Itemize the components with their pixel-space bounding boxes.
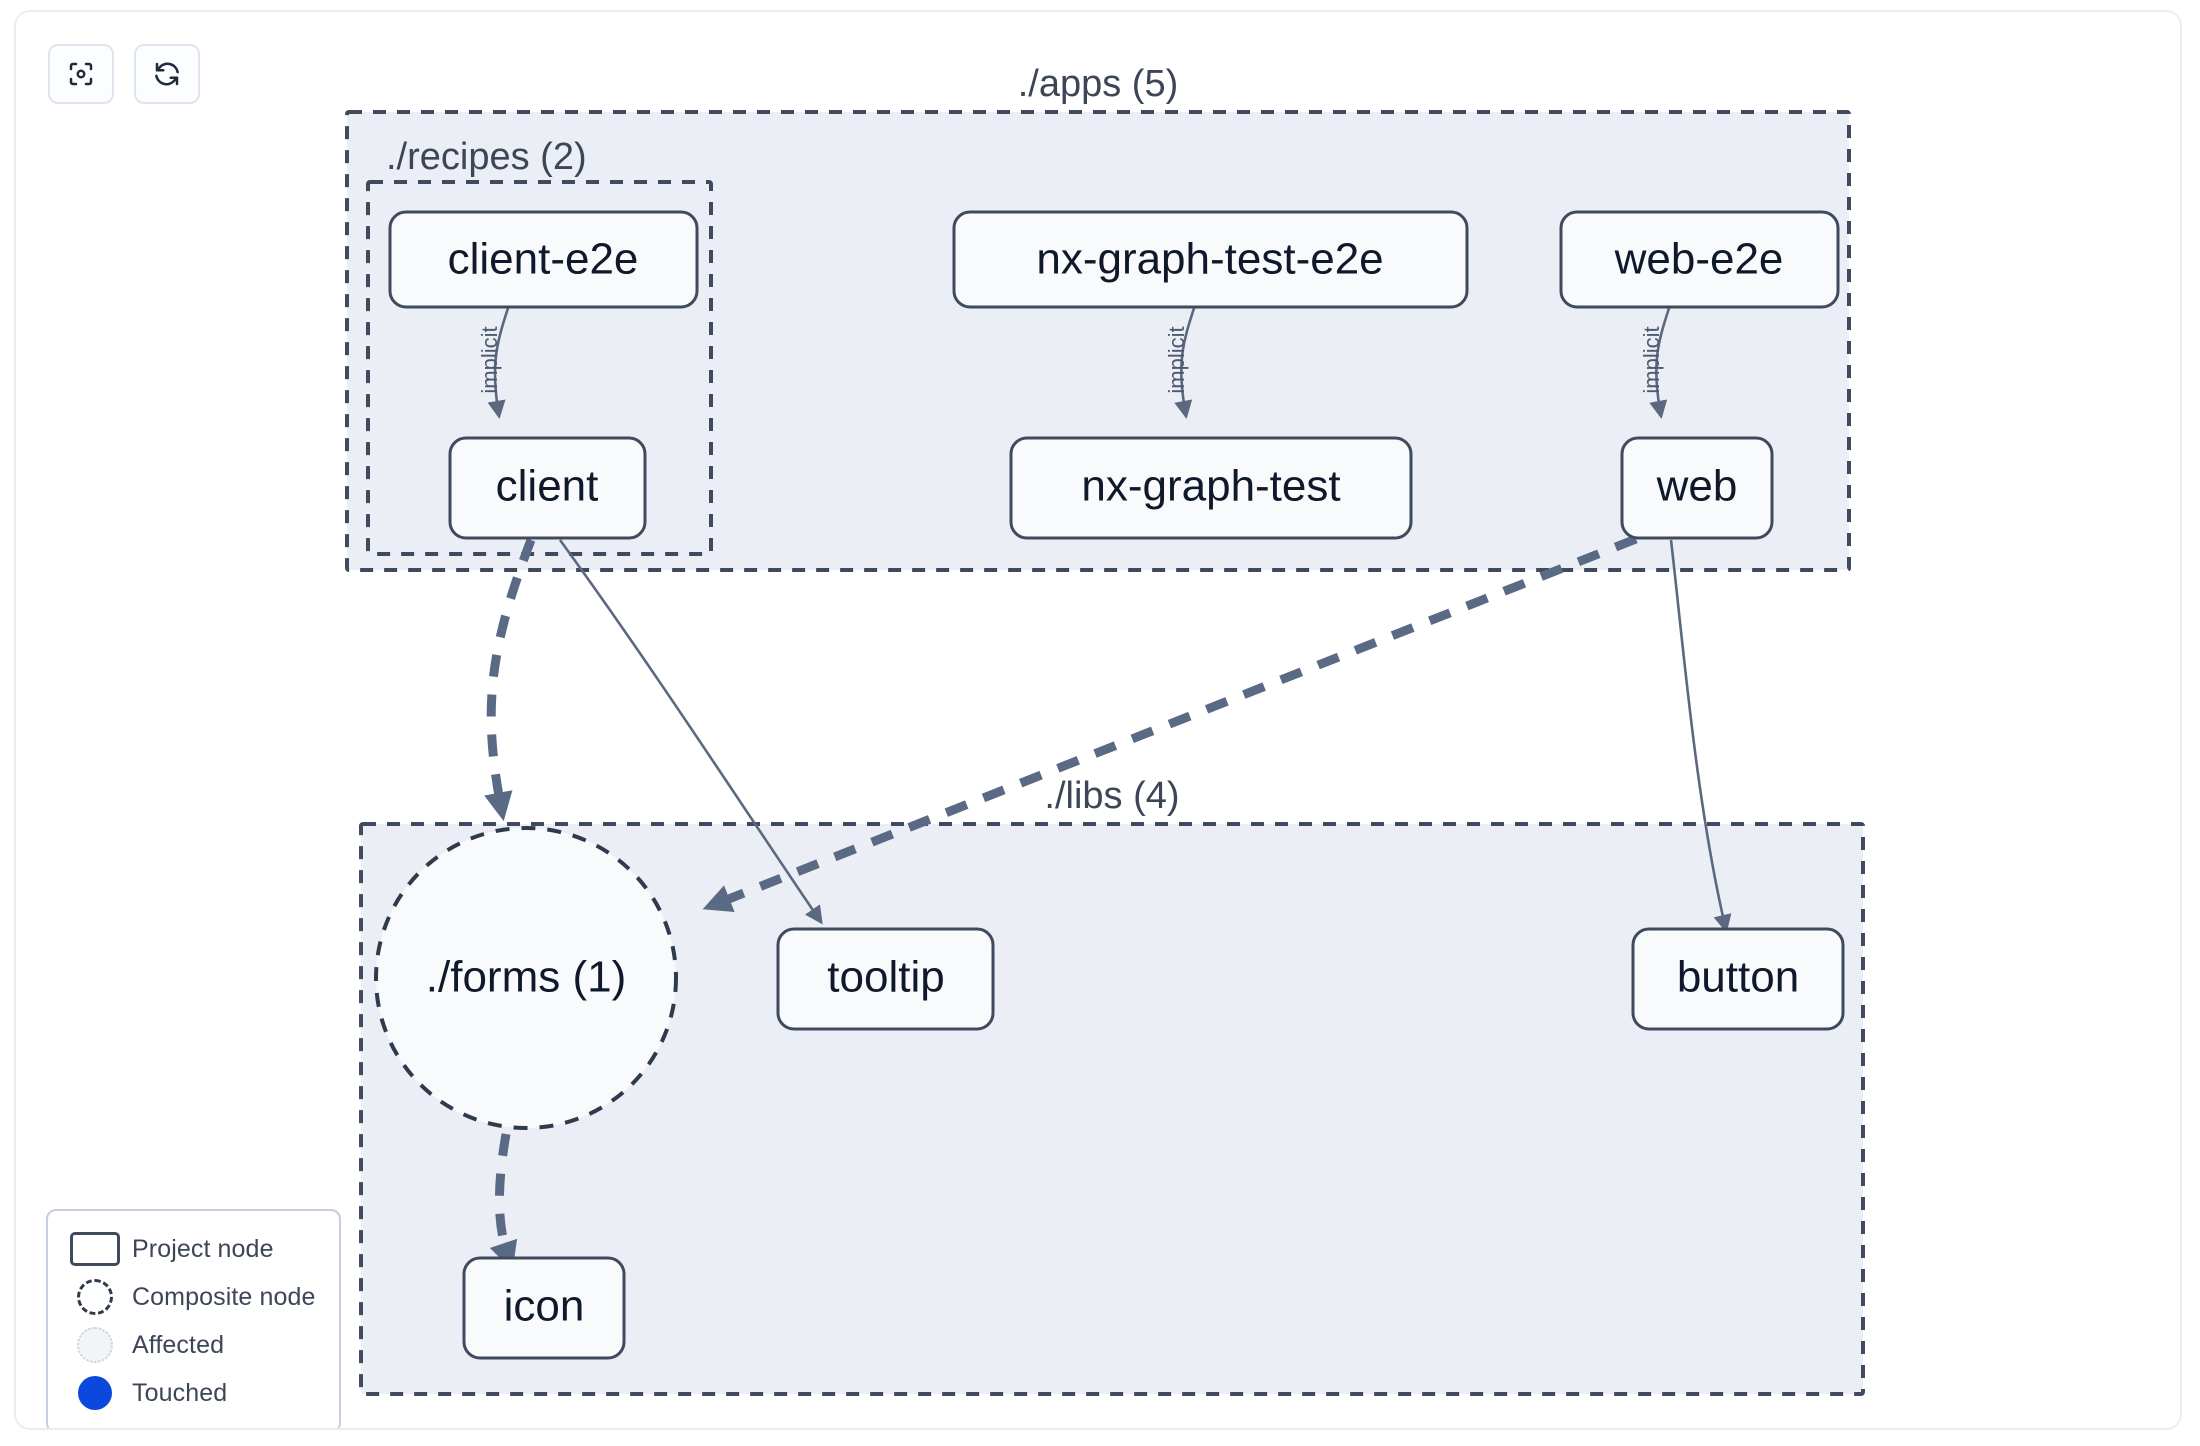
node-forms-composite[interactable]: ./forms (1) [374,826,678,1130]
node-nx-graph-test[interactable]: nx-graph-test [1009,436,1413,540]
node-web-e2e-label: web-e2e [1614,235,1784,284]
legend-label-touched: Touched [132,1378,228,1407]
node-client-e2e[interactable]: client-e2e [388,210,699,309]
node-button-label: button [1677,953,1799,1002]
graph-legend: Project node Composite node Affected Tou… [46,1209,341,1428]
focus-icon [66,59,96,89]
group-recipes-label: ./recipes (2) [386,136,587,178]
node-web[interactable]: web [1620,436,1774,540]
legend-item-affected: Affected [64,1321,323,1369]
group-apps-box [345,110,1851,572]
node-icon-label: icon [504,1282,585,1331]
edge-forms-to-icon [489,1133,518,1271]
legend-label-affected: Affected [132,1330,225,1359]
node-nx-graph-test-e2e-label: nx-graph-test-e2e [1036,235,1383,284]
node-nx-graph-test-label: nx-graph-test [1081,462,1340,511]
legend-label-composite-node: Composite node [132,1282,316,1311]
legend-item-composite-node: Composite node [64,1273,323,1321]
edge-web-to-button [1669,539,1732,933]
edge-label-implicit-3: implicit [1639,326,1664,393]
project-node-swatch [64,1231,126,1267]
node-tooltip[interactable]: tooltip [776,927,995,1031]
focus-graph-button[interactable] [48,44,114,104]
legend-item-touched: Touched [64,1369,323,1417]
graph-canvas-panel: ./apps (5) ./recipes (2) ./libs (4) impl… [14,10,2182,1430]
dependency-graph[interactable]: ./apps (5) ./recipes (2) ./libs (4) impl… [16,12,2182,1430]
group-libs-label: ./libs (4) [1044,775,1179,817]
group-libs[interactable]: ./libs (4) [359,775,1865,1396]
node-icon[interactable]: icon [462,1256,626,1360]
group-apps-label: ./apps (5) [1018,63,1179,105]
affected-swatch [64,1327,126,1363]
node-forms-label: ./forms (1) [426,953,626,1002]
refresh-icon [152,59,182,89]
edge-client-to-tooltip [558,539,823,925]
touched-swatch [64,1375,126,1411]
node-tooltip-label: tooltip [827,953,944,1002]
refresh-graph-button[interactable] [134,44,200,104]
group-libs-box [359,822,1865,1396]
edge-label-implicit-1: implicit [477,326,502,393]
node-web-e2e[interactable]: web-e2e [1559,210,1840,309]
node-client-e2e-label: client-e2e [448,235,639,284]
node-client[interactable]: client [448,436,647,540]
node-client-label: client [496,462,599,511]
node-button[interactable]: button [1631,927,1845,1031]
edge-web-to-forms [702,534,1638,913]
legend-item-project-node: Project node [64,1225,323,1273]
node-nx-graph-test-e2e[interactable]: nx-graph-test-e2e [952,210,1469,309]
edge-client-to-forms [484,538,536,822]
edge-client-e2e-to-client: implicit [477,301,512,419]
node-web-label: web [1656,462,1738,511]
group-apps[interactable]: ./apps (5) [345,63,1851,572]
edge-label-implicit-2: implicit [1164,326,1189,393]
graph-toolbar [48,44,200,104]
composite-node-swatch [64,1279,126,1315]
legend-label-project-node: Project node [132,1234,274,1263]
edge-webe2e-to-web: implicit [1639,301,1673,419]
edge-nxgraphteste2e-to-nxgraphtest: implicit [1164,301,1198,419]
